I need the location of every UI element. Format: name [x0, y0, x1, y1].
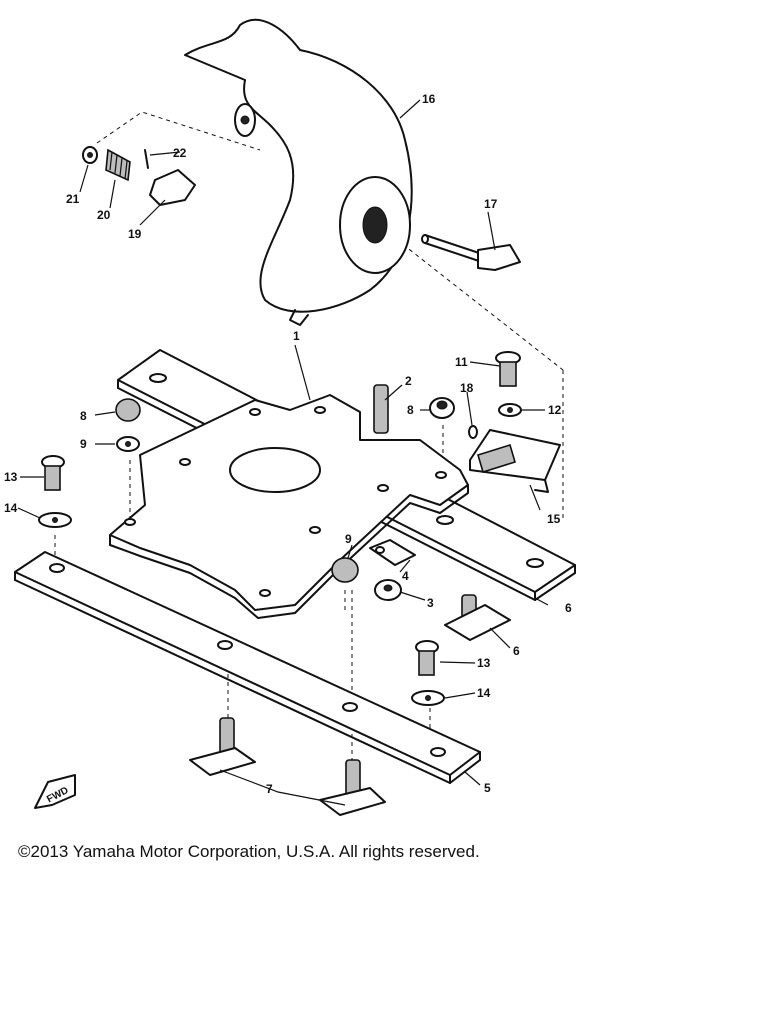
callout-22: 22 — [173, 146, 187, 160]
callout-15: 15 — [547, 512, 561, 526]
fasteners-center — [331, 539, 416, 601]
callout-5: 5 — [484, 781, 491, 795]
engine-mount-plate — [109, 344, 469, 619]
callout-4: 4 — [402, 569, 409, 583]
callout-18: 18 — [460, 381, 474, 395]
fasteners-left — [38, 398, 141, 528]
callout-3: 3 — [427, 596, 434, 610]
callout-7: 7 — [266, 782, 273, 796]
stud-and-nuts-right — [373, 384, 478, 439]
callout-6-plate: 6 — [513, 644, 520, 658]
knob-assembly — [82, 146, 196, 206]
bolt-11 — [495, 351, 522, 417]
callout-20: 20 — [97, 208, 111, 222]
leader-lines — [17, 99, 549, 806]
callout-17: 17 — [484, 197, 498, 211]
callout-numbers: 1 2 3 4 5 6 6 7 8 8 9 9 11 12 13 13 14 1… — [4, 92, 572, 796]
callout-6-rail: 6 — [565, 601, 572, 615]
callout-11: 11 — [455, 355, 468, 369]
callout-9-left: 9 — [80, 437, 87, 451]
bracket-part — [469, 429, 561, 493]
callout-2: 2 — [405, 374, 412, 388]
shaft-part — [421, 234, 521, 271]
callout-14-left: 14 — [4, 501, 18, 515]
callout-9-center: 9 — [345, 532, 352, 546]
stud-plate-right — [411, 594, 511, 706]
stud-plates-bottom — [189, 717, 386, 816]
callout-12: 12 — [548, 403, 562, 417]
callout-13-right: 13 — [477, 656, 491, 670]
callout-19: 19 — [128, 227, 142, 241]
callout-14-right: 14 — [477, 686, 491, 700]
callout-13-left: 13 — [4, 470, 18, 484]
fan-shroud — [184, 18, 413, 326]
parts-exploded-diagram: FWD 1 2 3 4 5 6 6 7 — [4, 18, 576, 816]
copyright-notice: ©2013 Yamaha Motor Corporation, U.S.A. A… — [18, 842, 480, 861]
callout-16: 16 — [422, 92, 436, 106]
callout-21: 21 — [66, 192, 80, 206]
callout-8-left: 8 — [80, 409, 87, 423]
frame-rail-lower — [14, 551, 481, 784]
fwd-arrow-icon: FWD — [34, 774, 76, 809]
callout-1: 1 — [293, 329, 300, 343]
callout-8-right: 8 — [407, 403, 414, 417]
